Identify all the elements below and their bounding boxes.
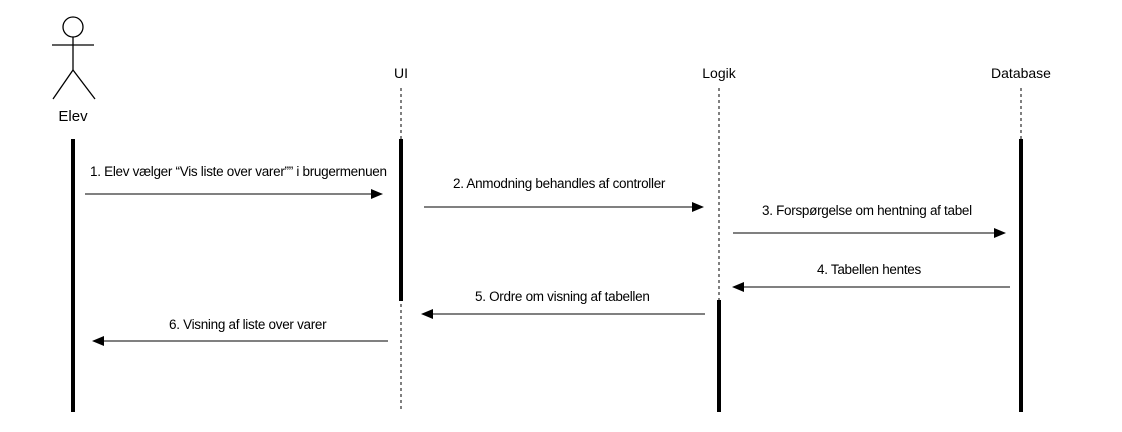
participant-logic-label: Logik xyxy=(702,65,736,81)
message-2-label: 2. Anmodning behandles af controller xyxy=(453,176,666,191)
participant-ui-label: UI xyxy=(394,65,408,81)
message-4-label: 4. Tabellen hentes xyxy=(817,262,921,277)
activation-logic xyxy=(717,300,721,412)
message-3-label: 3. Forspørgelse om hentning af tabel xyxy=(762,203,972,218)
actor-label: Elev xyxy=(58,108,88,125)
message-5-label: 5. Ordre om visning af tabellen xyxy=(475,289,650,304)
activation-actor xyxy=(71,139,75,412)
activation-ui xyxy=(399,139,403,301)
actor-stick-figure-icon xyxy=(52,16,96,100)
message-6-label: 6. Visning af liste over varer xyxy=(169,317,327,332)
activation-database xyxy=(1019,139,1023,412)
message-1-label: 1. Elev vælger “Vis liste over varer”” i… xyxy=(90,164,387,179)
participant-database-label: Database xyxy=(991,65,1051,81)
